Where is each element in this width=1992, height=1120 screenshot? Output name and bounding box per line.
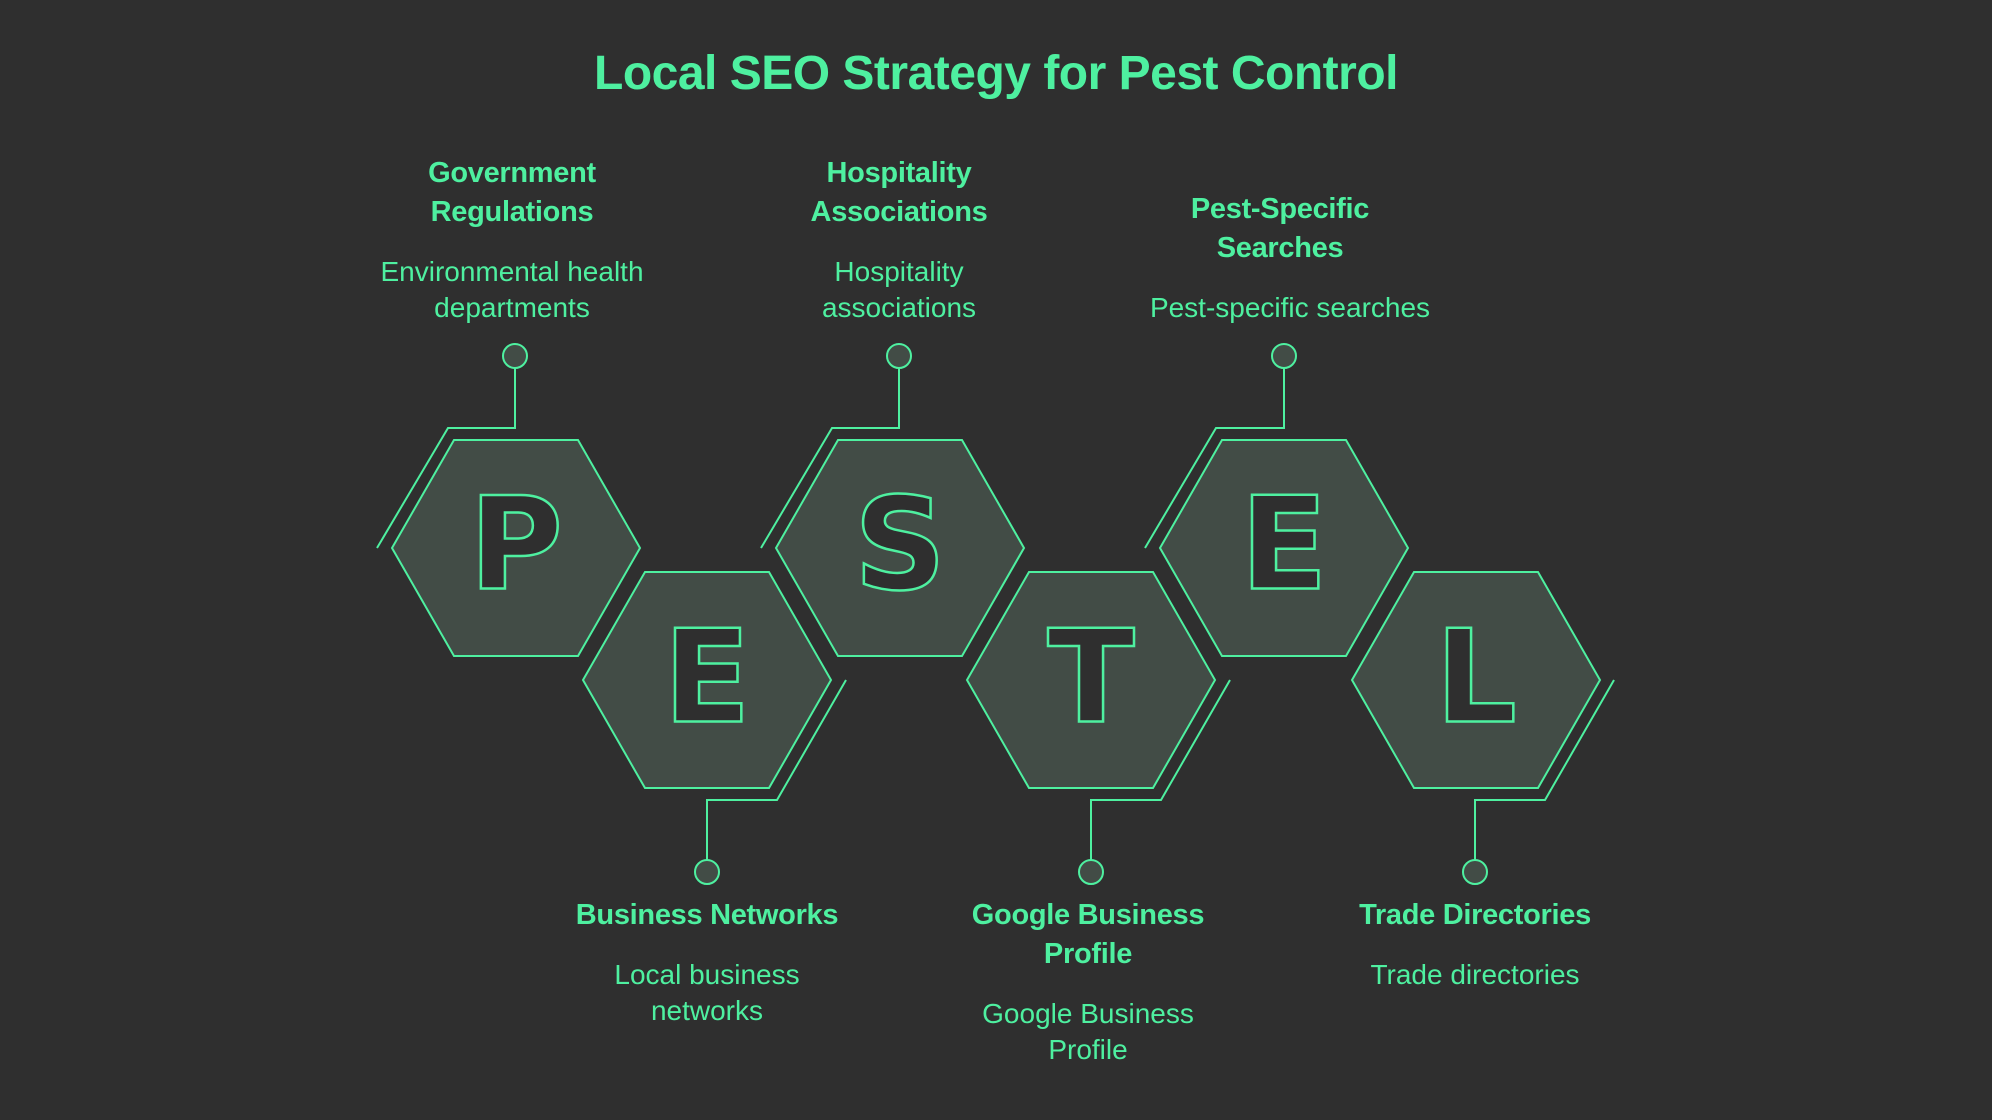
hexagon-l xyxy=(1350,571,1602,789)
connector-dot-s xyxy=(886,343,912,369)
item-description: Google Business Profile xyxy=(982,998,1194,1065)
letter-p: P xyxy=(469,471,563,620)
label-pest-specific-searches: Pest-Specific Searches Pest-specific sea… xyxy=(1120,190,1440,326)
item-description: Pest-specific searches xyxy=(1149,292,1431,323)
hexagon-s xyxy=(774,439,1026,657)
item-description: Trade directories xyxy=(1370,959,1580,990)
letter-e1: E xyxy=(663,604,750,753)
item-heading: Hospitality Associations xyxy=(810,157,988,228)
label-trade-directories: Trade Directories Trade directories xyxy=(1315,896,1635,993)
hexagon-t xyxy=(965,571,1217,789)
letter-s: S xyxy=(854,471,946,620)
hex-p: P xyxy=(376,343,642,657)
label-google-business-profile: Google Business Profile Google Business … xyxy=(928,896,1248,1068)
label-business-networks: Business Networks Local business network… xyxy=(547,896,867,1029)
diagram-title: Local SEO Strategy for Pest Control xyxy=(594,47,1398,100)
item-description: Local business networks xyxy=(614,959,800,1026)
hex-t: T xyxy=(965,571,1231,885)
hex-l: L xyxy=(1350,571,1615,885)
connector-t xyxy=(1090,679,1231,860)
hex-e-environmental: E xyxy=(1144,343,1410,657)
item-heading: Trade Directories xyxy=(1359,899,1591,931)
connector-dot-l xyxy=(1462,859,1488,885)
hex-s: S xyxy=(760,343,1026,657)
item-heading: Government Regulations xyxy=(428,157,596,228)
hexagon-e2 xyxy=(1158,439,1410,657)
label-hospitality-associations: Hospitality Associations Hospitality ass… xyxy=(739,154,1059,326)
item-description: Environmental health departments xyxy=(380,256,644,323)
item-description: Hospitality associations xyxy=(821,256,977,323)
connector-dot-t xyxy=(1078,859,1104,885)
letter-t: T xyxy=(1047,604,1134,753)
item-heading: Google Business Profile xyxy=(971,899,1205,970)
connector-dot-e1 xyxy=(694,859,720,885)
connector-s xyxy=(760,368,900,549)
hexagon-p xyxy=(390,439,642,657)
letter-e2: E xyxy=(1240,471,1327,620)
connector-e1 xyxy=(706,679,847,860)
connector-e2 xyxy=(1144,368,1285,549)
letter-l: L xyxy=(1435,604,1517,753)
connector-dot-e2 xyxy=(1271,343,1297,369)
connector-l xyxy=(1474,679,1615,860)
hexagon-e1 xyxy=(581,571,833,789)
item-heading: Business Networks xyxy=(575,899,839,931)
label-government-regulations: Government Regulations Environmental hea… xyxy=(352,154,672,326)
hex-e-economic: E xyxy=(581,571,847,885)
item-heading: Pest-Specific Searches xyxy=(1190,193,1370,264)
connector-p xyxy=(376,368,516,549)
connector-dot-p xyxy=(502,343,528,369)
